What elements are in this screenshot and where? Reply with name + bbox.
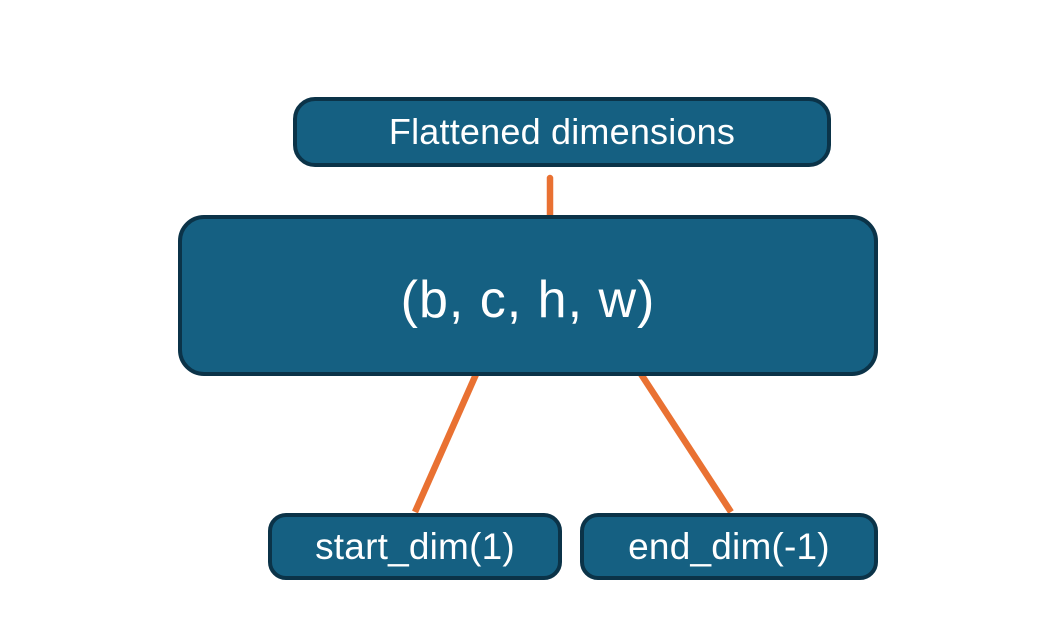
node-end-dim-label: end_dim(-1): [628, 525, 830, 567]
node-end-dim[interactable]: end_dim(-1): [580, 513, 878, 580]
node-tensor-shape[interactable]: (b, c, h, w): [178, 215, 878, 376]
node-tensor-shape-label: (b, c, h, w): [400, 270, 656, 329]
node-flattened-dimensions[interactable]: Flattened dimensions: [293, 97, 831, 167]
node-start-dim-label: start_dim(1): [315, 525, 515, 567]
node-flattened-dimensions-label: Flattened dimensions: [388, 111, 736, 152]
node-start-dim[interactable]: start_dim(1): [268, 513, 562, 580]
